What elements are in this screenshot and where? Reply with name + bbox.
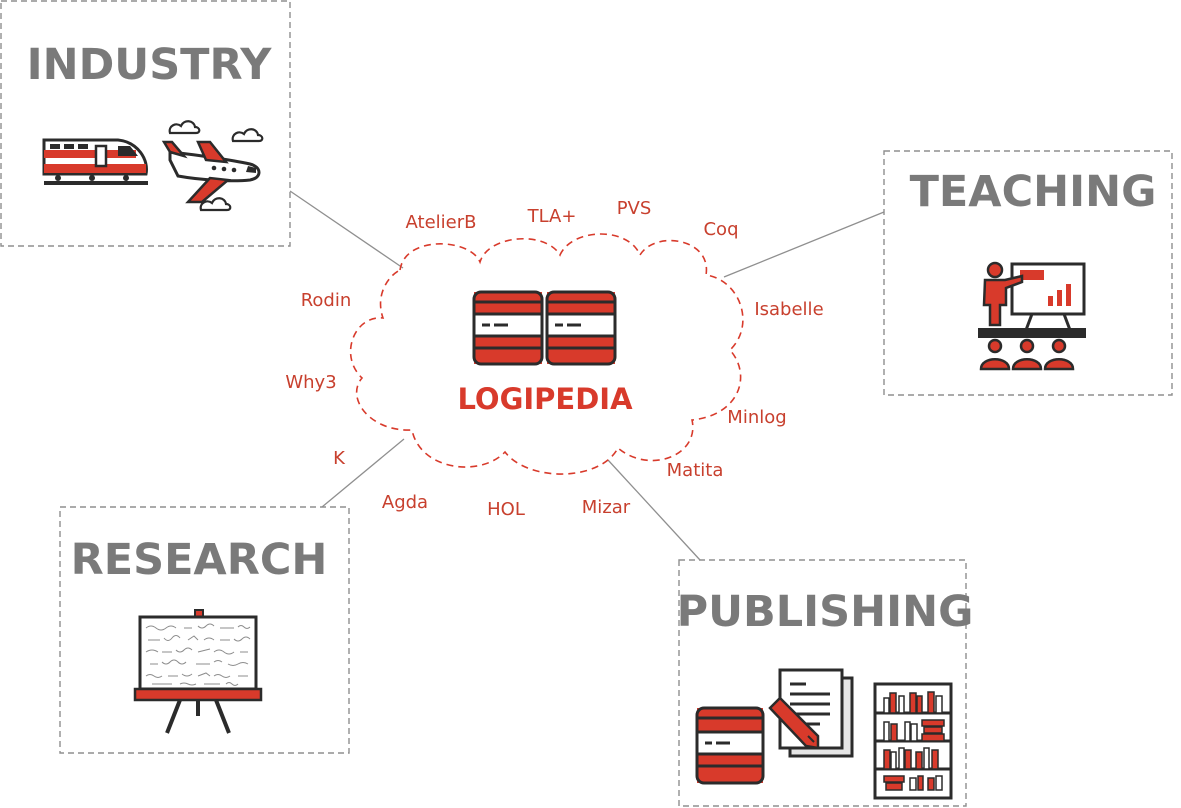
prover-label-coq: Coq xyxy=(703,219,738,240)
logipedia-cloud xyxy=(349,233,744,475)
prover-label-matita: Matita xyxy=(667,460,724,481)
books xyxy=(883,691,945,791)
chalkboard-scribbles xyxy=(145,623,251,686)
logipedia-database-icon xyxy=(472,290,617,366)
prover-label-k: K xyxy=(333,448,346,469)
prover-label-minlog: Minlog xyxy=(727,407,786,428)
prover-label-why3: Why3 xyxy=(285,372,336,393)
publishing-box: PUBLISHING xyxy=(677,559,974,807)
chalkboard-easel-icon xyxy=(133,609,263,734)
airplane-icon xyxy=(161,140,261,204)
database-cylinder-left xyxy=(472,290,544,366)
prover-label-atelierb: AtelierB xyxy=(406,212,477,233)
connectors xyxy=(289,190,885,561)
industry-title: INDUSTRY xyxy=(27,40,273,90)
database-cylinder-right xyxy=(545,290,617,366)
prover-label-pvs: PVS xyxy=(617,198,652,219)
teaching-box: TEACHING xyxy=(883,150,1173,396)
database-icon xyxy=(695,706,765,785)
audience xyxy=(979,338,1075,371)
logipedia-title: LOGIPEDIA xyxy=(457,382,633,416)
connector-research xyxy=(321,438,405,508)
cloud-icon xyxy=(168,120,264,212)
connector-industry xyxy=(289,190,404,269)
bookshelf-icon xyxy=(873,682,953,800)
connector-teaching xyxy=(723,211,885,278)
prover-label-agda: Agda xyxy=(382,492,428,513)
research-title: RESEARCH xyxy=(71,535,328,585)
document-pencil-icon xyxy=(768,668,854,758)
teaching-title: TEACHING xyxy=(910,167,1157,217)
research-box: RESEARCH xyxy=(59,506,350,754)
prover-label-hol: HOL xyxy=(487,499,525,520)
prover-label-isabelle: Isabelle xyxy=(754,299,823,320)
prover-label-rodin: Rodin xyxy=(301,290,352,311)
prover-label-mizar: Mizar xyxy=(582,497,631,518)
prover-labels: AtelierB TLA+ PVS Coq Isabelle Minlog Ma… xyxy=(285,198,823,520)
presenter-at-board-icon xyxy=(978,261,1086,371)
industry-box: INDUSTRY xyxy=(0,0,291,247)
prover-label-tlaplus: TLA+ xyxy=(527,206,577,227)
train-icon xyxy=(42,138,148,185)
connector-publishing xyxy=(607,459,701,561)
publishing-title: PUBLISHING xyxy=(677,587,974,637)
